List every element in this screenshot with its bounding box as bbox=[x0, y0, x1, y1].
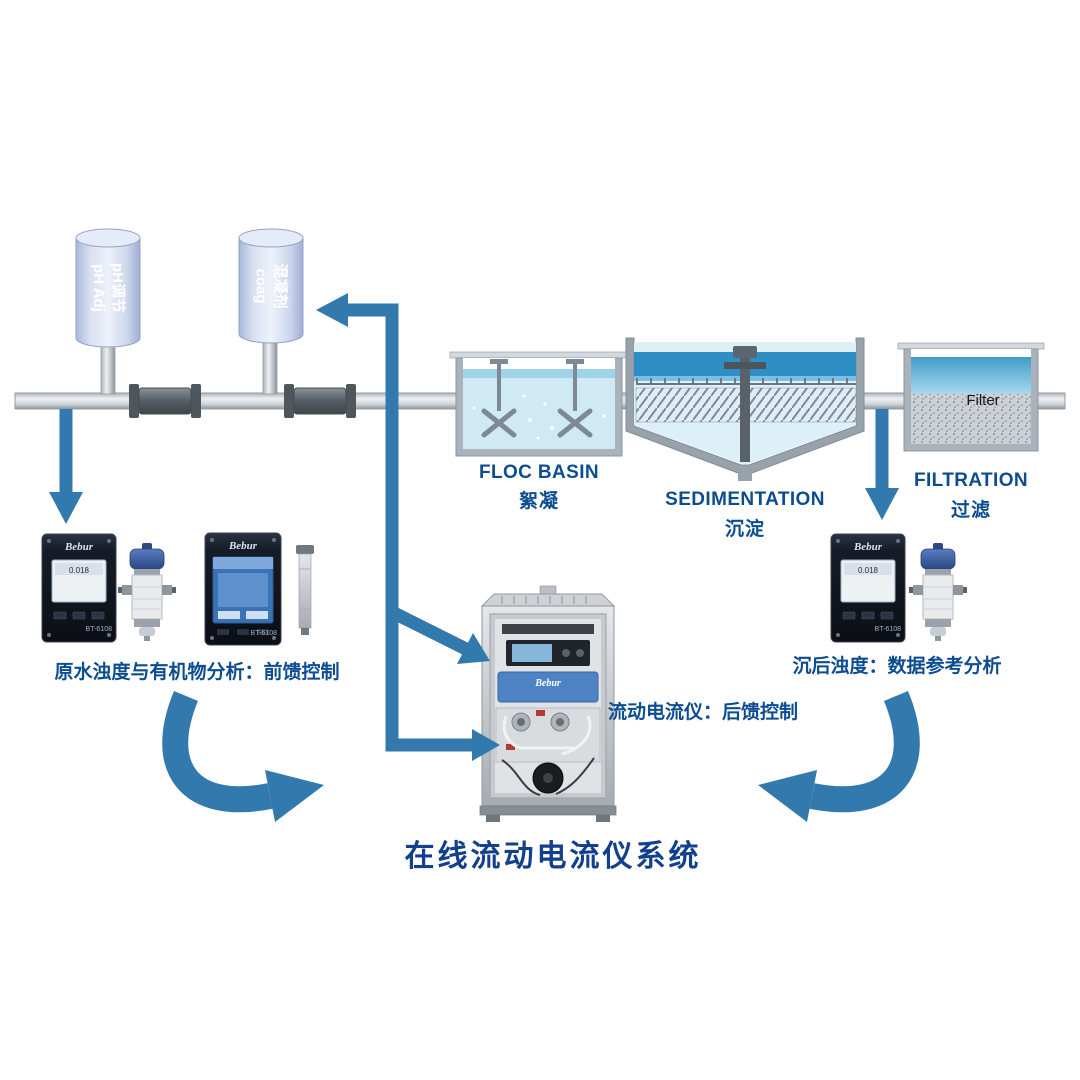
analyzer-cabinet bbox=[479, 585, 617, 822]
model-label: BT-6108 bbox=[85, 626, 112, 633]
flow-arrows bbox=[49, 293, 899, 761]
swoosh-arrow-icon bbox=[265, 770, 324, 822]
down-arrow-icon bbox=[49, 492, 83, 524]
filtration-label-zh: 过滤 bbox=[950, 500, 991, 521]
organics-probe bbox=[296, 545, 314, 635]
brand-label: Bebur bbox=[853, 541, 883, 553]
turbidity-sensor bbox=[117, 542, 177, 642]
brand-label: Bebur bbox=[535, 678, 561, 689]
coag-tank bbox=[238, 228, 304, 344]
sedimentation-label: SEDIMENTATION bbox=[665, 489, 825, 510]
floc-basin-label-zh: 絮凝 bbox=[518, 491, 559, 512]
diagonal-arrow-icon bbox=[457, 633, 490, 664]
coag-tank-label-en: coag bbox=[252, 268, 270, 304]
sedimentation-label-zh: 沉淀 bbox=[724, 519, 765, 540]
filtration-basin bbox=[897, 342, 1045, 452]
page-title: 在线流动电流仪系统 bbox=[404, 840, 702, 873]
model-label: BT-6108 bbox=[250, 630, 277, 637]
filter-media-label: Filter bbox=[966, 392, 1000, 409]
coag-tank-label: 混凝剂 coag bbox=[239, 238, 303, 334]
down-arrow-icon bbox=[865, 488, 899, 520]
screen-value: 0.018 bbox=[68, 566, 90, 575]
mixer-icons bbox=[481, 359, 593, 438]
floc-basin bbox=[449, 351, 629, 457]
pipe-union-1 bbox=[129, 384, 201, 418]
left-arrow-icon bbox=[316, 293, 348, 327]
floc-basin-label: FLOC BASIN bbox=[478, 462, 600, 483]
analyzer-caption: 流动电流仪：后馈控制 bbox=[607, 702, 798, 723]
settled-water-caption: 沉后浊度：数据参考分析 bbox=[792, 656, 1002, 677]
screen-value: 0.018 bbox=[857, 566, 879, 575]
brand-label: Bebur bbox=[64, 541, 94, 553]
feedback-swooshes bbox=[162, 691, 920, 822]
settled-turbidity-sensor bbox=[908, 542, 968, 642]
sedimentation-basin bbox=[625, 337, 865, 481]
coag-tank-label-zh: 混凝剂 bbox=[271, 263, 289, 309]
raw-water-caption: 原水浊度与有机物分析：前馈控制 bbox=[54, 662, 340, 683]
brand-label: Bebur bbox=[228, 540, 258, 552]
pipe-union-2 bbox=[284, 384, 356, 418]
organics-controller bbox=[204, 532, 282, 646]
ph-tank-label-zh: pH调节 bbox=[109, 263, 126, 313]
filtration-label: FILTRATION bbox=[913, 470, 1029, 491]
ph-tank-label-en: pH Adj bbox=[90, 264, 107, 312]
right-arrow-icon bbox=[472, 729, 500, 761]
ph-tank-label: pH调节 pH Adj bbox=[76, 238, 140, 338]
model-label: BT-6108 bbox=[874, 626, 901, 633]
swoosh-arrow-icon bbox=[758, 770, 817, 822]
ph-tank bbox=[75, 228, 141, 348]
